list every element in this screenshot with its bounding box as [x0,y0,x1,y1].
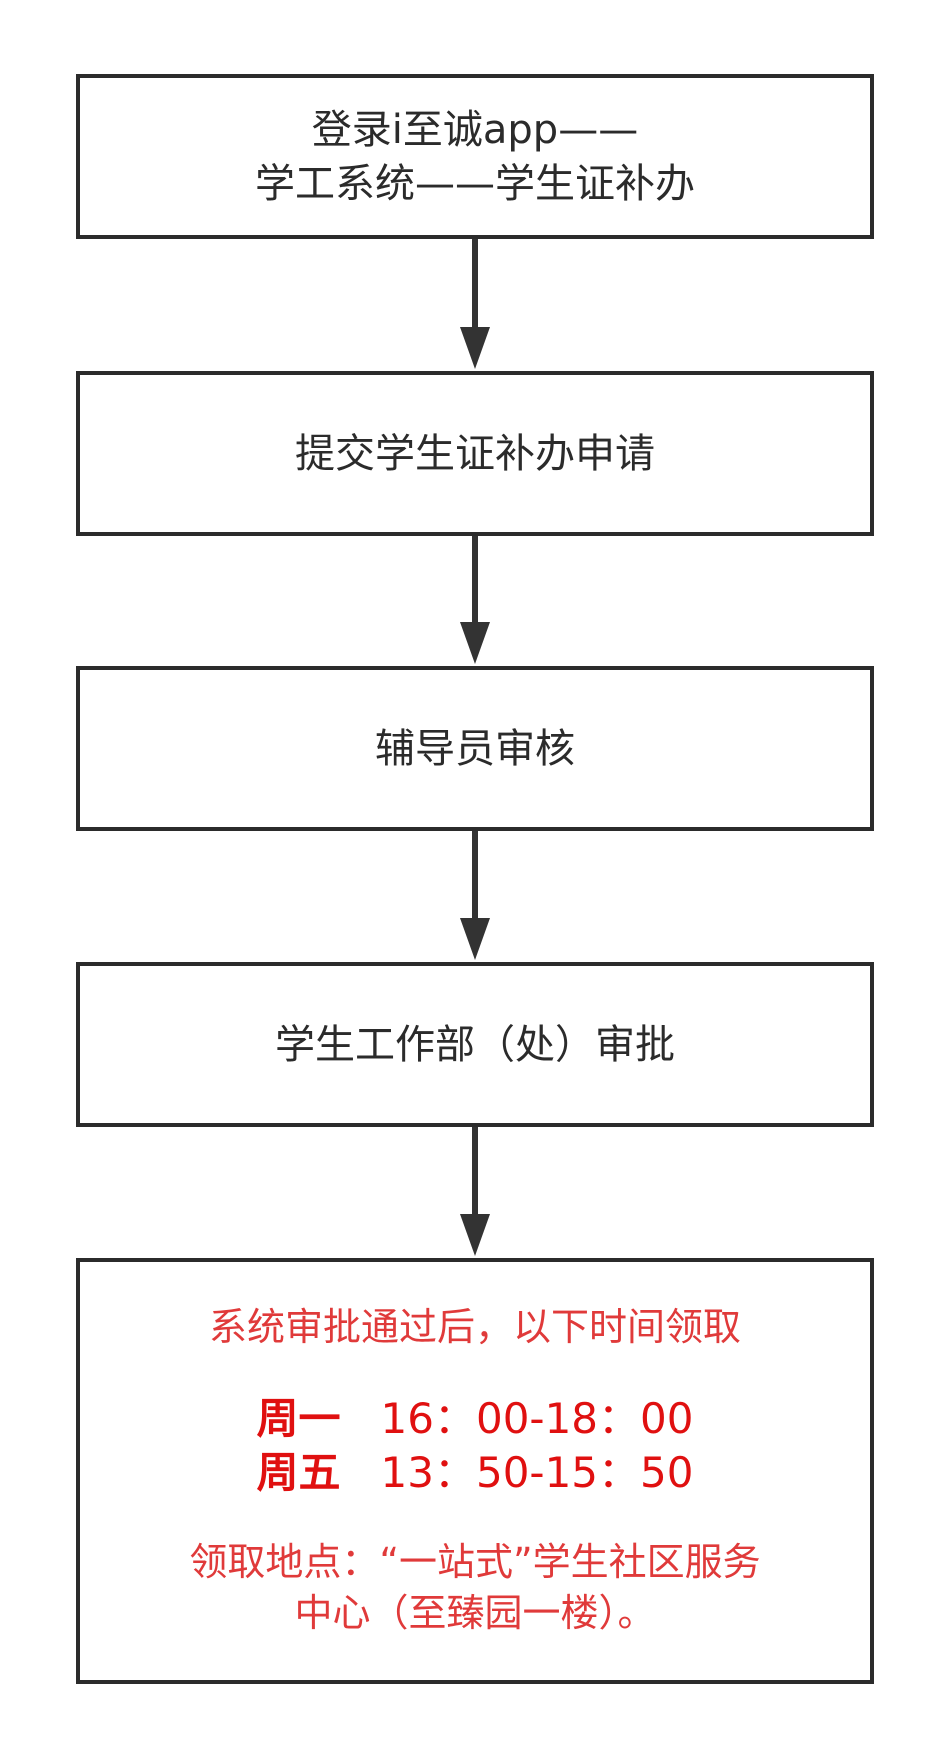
step-text: 学生工作部（处）审批 [275,1021,675,1068]
step-pickup-info: 系统审批通过后，以下时间领取 周一 16：00-18：00 周五 13：50-15：… [76,1258,874,1684]
pickup-location: 中心（至臻园一楼）。 [294,1591,656,1636]
pickup-location: 领取地点：“一站式”学生社区服务 [189,1539,761,1584]
arrow-1 [460,239,490,369]
schedule-row-monday: 周一 16：00-18：00 [257,1392,694,1447]
schedule-row-friday: 周五 13：50-15：50 [257,1446,694,1501]
arrow-2 [460,536,490,664]
step-text: 辅导员审核 [375,725,575,772]
arrow-4 [460,1127,490,1256]
step-submit-application: 提交学生证补办申请 [76,371,874,536]
schedule-time: 13：50-15：50 [380,1448,694,1498]
step-text: 提交学生证补办申请 [295,430,655,477]
step-counselor-review: 辅导员审核 [76,666,874,831]
step-student-affairs-approval: 学生工作部（处）审批 [76,962,874,1127]
step-text: 登录i至诚app—— [311,106,639,153]
schedule-day: 周一 [256,1393,341,1443]
pickup-schedule: 周一 16：00-18：00 周五 13：50-15：50 [257,1392,694,1501]
step-text: 学工系统——学生证补办 [255,160,695,207]
schedule-time: 16：00-18：00 [380,1393,694,1443]
step-login-app: 登录i至诚app—— 学工系统——学生证补办 [76,74,874,239]
pickup-intro: 系统审批通过后，以下时间领取 [208,1305,741,1350]
arrow-3 [460,831,490,960]
schedule-day: 周五 [256,1448,341,1498]
